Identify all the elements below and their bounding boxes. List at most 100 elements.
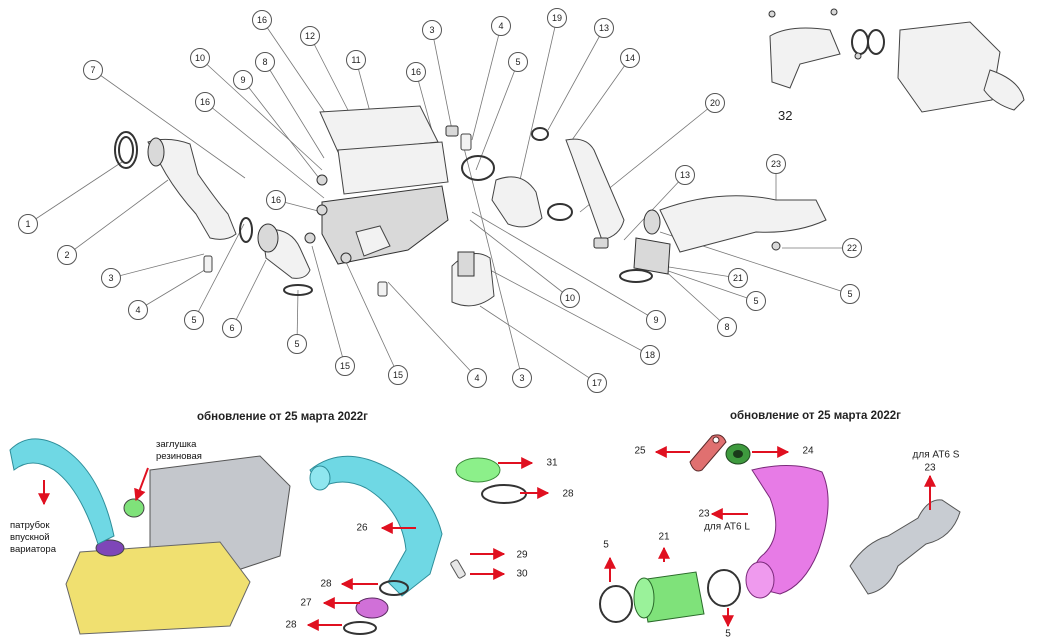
- leader-line: [519, 17, 558, 181]
- right-label-23: 23: [698, 509, 710, 520]
- part-bellows-6: [239, 217, 313, 296]
- svg-text:2: 2: [64, 250, 69, 260]
- svg-text:10: 10: [195, 53, 205, 63]
- leader-line: [489, 269, 651, 356]
- svg-text:12: 12: [305, 31, 315, 41]
- svg-text:16: 16: [257, 15, 267, 25]
- svg-text:5: 5: [515, 57, 520, 67]
- svg-text:3: 3: [108, 273, 113, 283]
- grey-pipe-at6s: [849, 499, 961, 595]
- callout-11: 11: [346, 50, 366, 70]
- leader-line: [387, 281, 478, 379]
- svg-text:19: 19: [552, 13, 562, 23]
- cyan-pipe-26: [309, 455, 443, 597]
- svg-text:16: 16: [411, 67, 421, 77]
- leader-line: [469, 219, 571, 299]
- callout-16: 16: [266, 190, 286, 210]
- svg-text:18: 18: [645, 350, 655, 360]
- right-label-21: 21: [658, 532, 670, 543]
- left-label-28: 28: [285, 620, 297, 631]
- callout-22: 22: [842, 238, 862, 258]
- leader-line: [92, 69, 246, 179]
- left-label-27: 27: [300, 598, 312, 609]
- right-panel-heading: обновление от 25 марта 2022г: [730, 410, 901, 422]
- part-duct-17: [451, 251, 495, 307]
- svg-text:23: 23: [771, 159, 781, 169]
- clamp-left-5: [599, 585, 633, 623]
- part-intake-pipe-2: [147, 137, 237, 273]
- left-label-26: 26: [356, 523, 368, 534]
- leader-line: [547, 27, 605, 131]
- callout-5: 5: [746, 291, 766, 311]
- svg-text:16: 16: [271, 195, 281, 205]
- callout-4: 4: [128, 300, 148, 320]
- callout-21: 21: [728, 268, 748, 288]
- at6l-label: для AT6 L: [704, 522, 750, 533]
- callout-5: 5: [287, 334, 307, 354]
- callout-5: 5: [184, 310, 204, 330]
- callout-5: 5: [840, 284, 860, 304]
- part-airbox: [304, 105, 472, 297]
- callout-6: 6: [222, 318, 242, 338]
- svg-text:8: 8: [262, 57, 267, 67]
- leader-line: [137, 267, 209, 311]
- callout-10: 10: [190, 48, 210, 68]
- leader-line: [199, 57, 323, 171]
- callout-19: 19: [547, 8, 567, 28]
- svg-text:15: 15: [393, 370, 403, 380]
- leader-line: [193, 223, 245, 321]
- left-label-28: 28: [320, 579, 332, 590]
- callout-16: 16: [195, 92, 215, 112]
- svg-text:3: 3: [519, 373, 524, 383]
- grommet-24: [725, 443, 751, 465]
- leader-line: [242, 79, 323, 183]
- svg-text:21: 21: [733, 273, 743, 283]
- svg-text:8: 8: [724, 322, 729, 332]
- callout-8: 8: [255, 52, 275, 72]
- svg-text:13: 13: [599, 23, 609, 33]
- at6s-label: для AT6 S: [913, 450, 960, 461]
- magenta-pipe-23: [751, 464, 829, 595]
- callout-16: 16: [406, 62, 426, 82]
- right-label-5: 5: [725, 629, 731, 640]
- callout-4: 4: [467, 368, 487, 388]
- callout-2: 2: [57, 245, 77, 265]
- callout-1: 1: [18, 214, 38, 234]
- leader-line: [231, 259, 267, 329]
- callout-3: 3: [101, 268, 121, 288]
- at6s-number: 23: [924, 463, 936, 474]
- leader-line: [264, 61, 325, 159]
- leader-line: [204, 101, 325, 199]
- svg-text:15: 15: [340, 361, 350, 371]
- svg-text:9: 9: [653, 315, 658, 325]
- plug-arrow: [134, 467, 149, 502]
- callout-14: 14: [620, 48, 640, 68]
- callout-9: 9: [233, 70, 253, 90]
- svg-text:1: 1: [25, 219, 30, 229]
- left-label-30: 30: [516, 569, 528, 580]
- svg-text:9: 9: [240, 75, 245, 85]
- left-panel-heading: обновление от 25 марта 2022г: [197, 411, 368, 423]
- engine-variator: [9, 438, 291, 635]
- svg-text:11: 11: [351, 55, 360, 65]
- part-bellows-19: [461, 127, 573, 228]
- svg-text:5: 5: [191, 315, 196, 325]
- svg-text:16: 16: [200, 97, 210, 107]
- svg-text:17: 17: [592, 378, 602, 388]
- callout-3: 3: [512, 368, 532, 388]
- leader-line: [66, 179, 169, 256]
- right-label-24: 24: [802, 446, 814, 457]
- leader-line: [475, 61, 519, 171]
- svg-text:7: 7: [90, 65, 95, 75]
- leader-line: [309, 35, 353, 119]
- callout-8: 8: [717, 317, 737, 337]
- inset-assembly: 32: [768, 8, 1025, 123]
- part-hose-14: [565, 138, 625, 249]
